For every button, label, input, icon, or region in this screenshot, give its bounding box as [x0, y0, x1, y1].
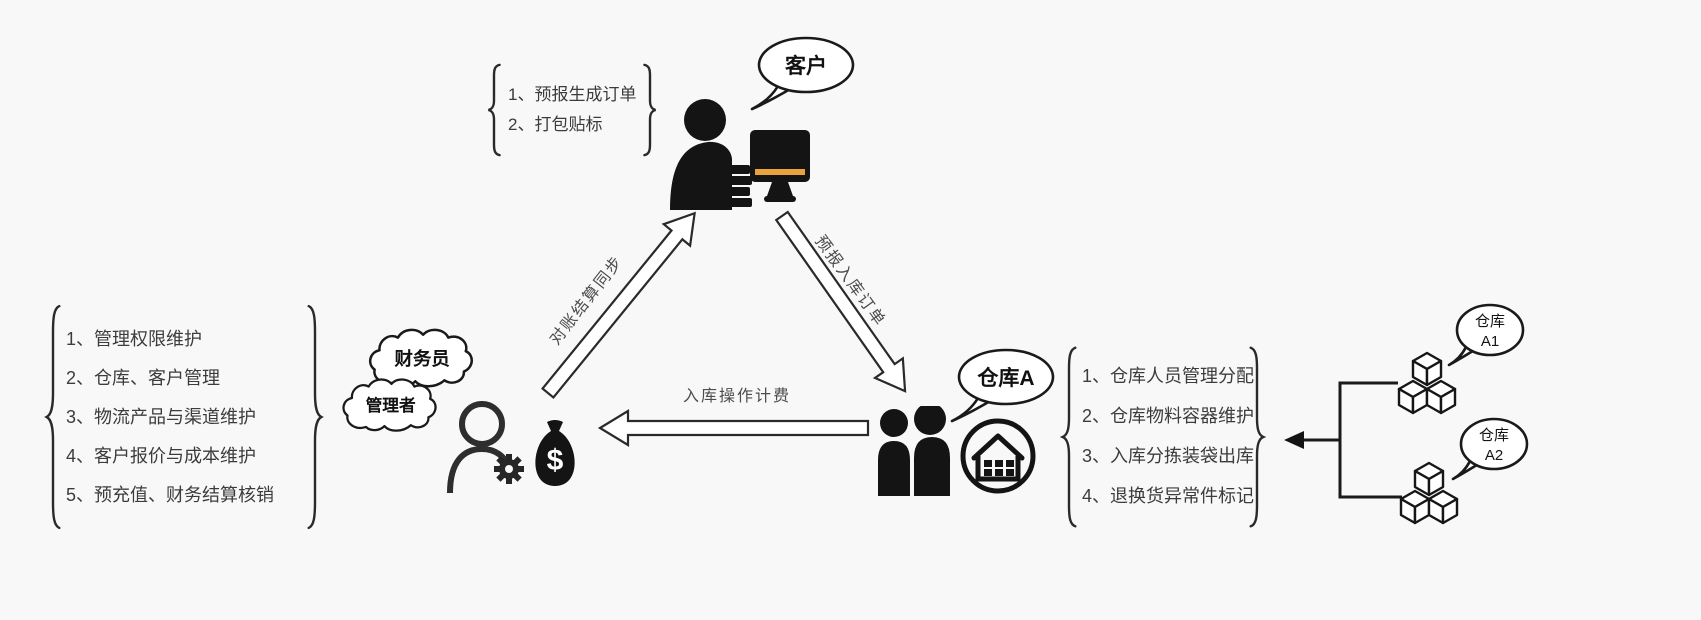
warehouse-bubble-label: 仓库A: [976, 366, 1034, 390]
sub-warehouse-bracket: [1338, 381, 1402, 499]
task-item: 5、预充值、财务结算核销: [66, 485, 275, 505]
task-item: 2、仓库物料容器维护: [1082, 406, 1255, 426]
warehouse-building-icon: [960, 418, 1036, 494]
monitor-accent-strip: [755, 169, 805, 175]
warehouse-staff-icon: [878, 406, 1036, 496]
task-item: 2、打包贴标: [508, 115, 603, 134]
manager-task-list: 1、管理权限维护 2、仓库、客户管理 3、物流产品与渠道维护 4、客户报价与成本…: [66, 320, 274, 515]
curly-brace-right-icon: [1248, 342, 1266, 532]
admin-bubble-label: 管理者: [366, 395, 416, 415]
warehouse-a2-speech-bubble: 仓库 A2: [1451, 417, 1529, 481]
finance-bubble-label: 财务员: [395, 348, 450, 369]
finance-cloud-bubble: 财务员: [368, 328, 473, 388]
money-bag-icon: $: [535, 420, 575, 486]
task-item: 3、入库分拣装袋出库: [1082, 446, 1255, 466]
arrow-label-inbound-fee: 入库操作计费: [682, 388, 791, 405]
customer-speech-bubble: 客户: [750, 36, 855, 111]
task-item: 1、仓库人员管理分配: [1082, 366, 1255, 386]
customer-task-list: 1、预报生成订单 2、打包贴标: [508, 80, 636, 140]
arrow-manager-to-customer: [541, 211, 696, 399]
arrow-warehouse-to-manager: [597, 409, 870, 447]
task-item: 2、仓库、客户管理: [66, 368, 221, 388]
curly-brace-right-icon: [306, 299, 324, 535]
bracket-arrowhead-icon: [1284, 431, 1304, 449]
task-item: 4、退换货异常件标记: [1082, 486, 1255, 506]
warehouse-a2-label-line1: 仓库: [1479, 427, 1509, 444]
person-outline-icon: [459, 401, 505, 447]
customer-bubble-label: 客户: [785, 54, 827, 78]
warehouse-a2-label-line2: A2: [1485, 447, 1503, 464]
task-item: 4、客户报价与成本维护: [66, 446, 257, 466]
warehouse-a2-boxes-icon: [1399, 461, 1459, 525]
arrow-customer-to-warehouse: [774, 210, 907, 393]
task-item: 1、预报生成订单: [508, 85, 637, 104]
warehouse-a1-speech-bubble: 仓库 A1: [1447, 303, 1525, 367]
gear-icon: [494, 454, 524, 484]
warehouse-a1-label-line1: 仓库: [1475, 313, 1505, 330]
curly-brace-left-icon: [44, 299, 62, 535]
warehouse-a1-label-line2: A1: [1481, 333, 1499, 350]
dollar-sign: $: [547, 444, 564, 477]
task-item: 1、管理权限维护: [66, 329, 203, 349]
curly-brace-left-icon: [1060, 342, 1078, 532]
task-item: 3、物流产品与渠道维护: [66, 407, 257, 427]
curly-brace-left-icon: [486, 62, 502, 158]
manager-with-gear-and-money-icon: $: [447, 401, 575, 493]
warehouse-speech-bubble: 仓库A: [950, 348, 1055, 423]
admin-cloud-bubble: 管理者: [342, 378, 437, 432]
customer-at-computer-icon: [670, 99, 810, 210]
warehouse-task-list: 1、仓库人员管理分配 2、仓库物料容器维护 3、入库分拣装袋出库 4、退换货异常…: [1082, 356, 1254, 516]
warehouse-a1-boxes-icon: [1397, 351, 1457, 415]
curly-brace-right-icon: [642, 62, 658, 158]
